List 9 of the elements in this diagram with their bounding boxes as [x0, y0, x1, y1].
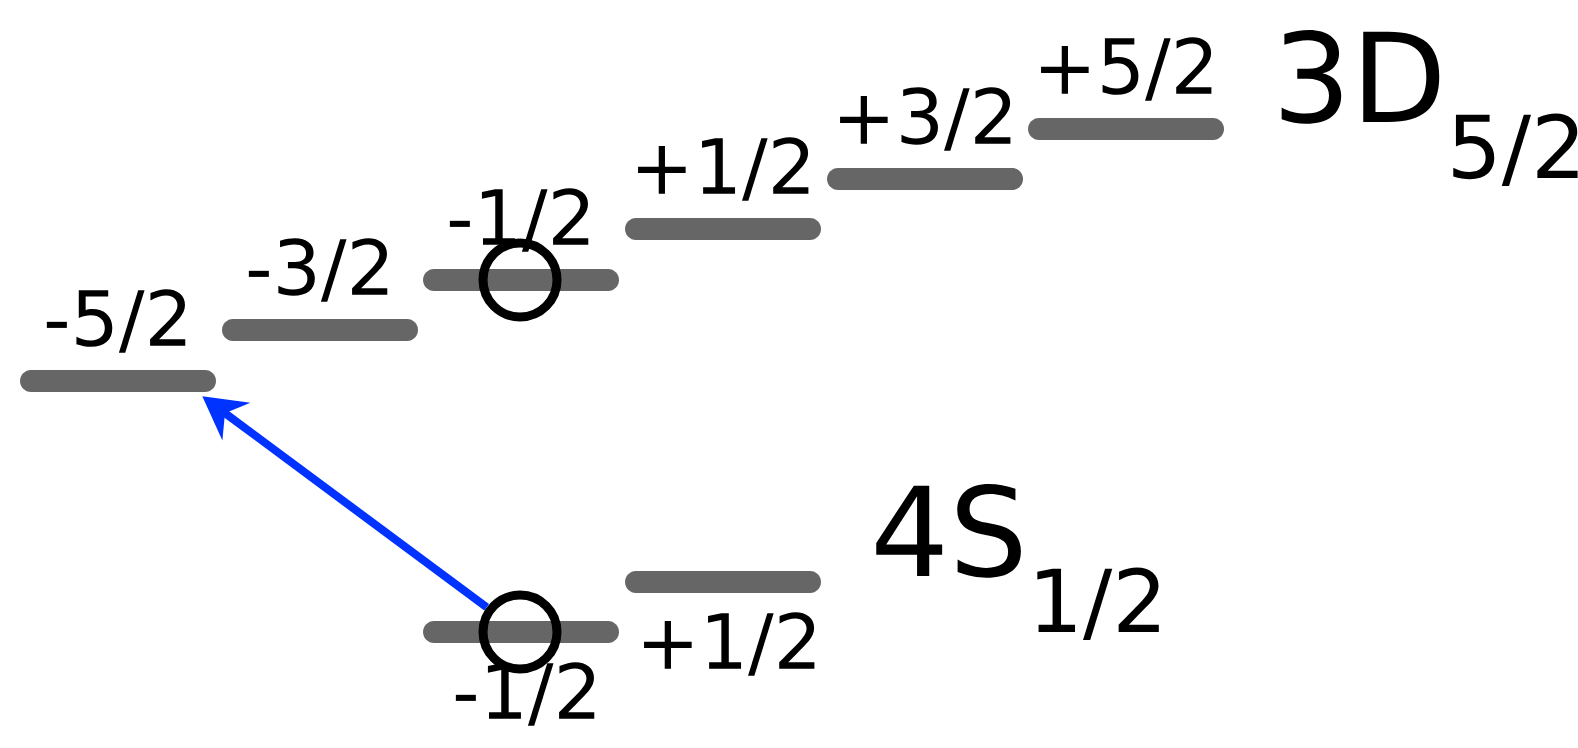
term-symbol: 4S$_{1/2}$ [876, 484, 1159, 640]
level-label: +5/2 [1041, 37, 1212, 101]
level-label: -5/2 [46, 289, 186, 353]
level-label: -3/2 [248, 238, 388, 302]
level-label: +3/2 [840, 87, 1011, 151]
level-label: +1/2 [644, 612, 815, 676]
level-label: -1/2 [455, 662, 595, 726]
term-symbol: 3D$_{5/2}$ [1281, 30, 1578, 186]
level-label: +1/2 [638, 137, 809, 201]
